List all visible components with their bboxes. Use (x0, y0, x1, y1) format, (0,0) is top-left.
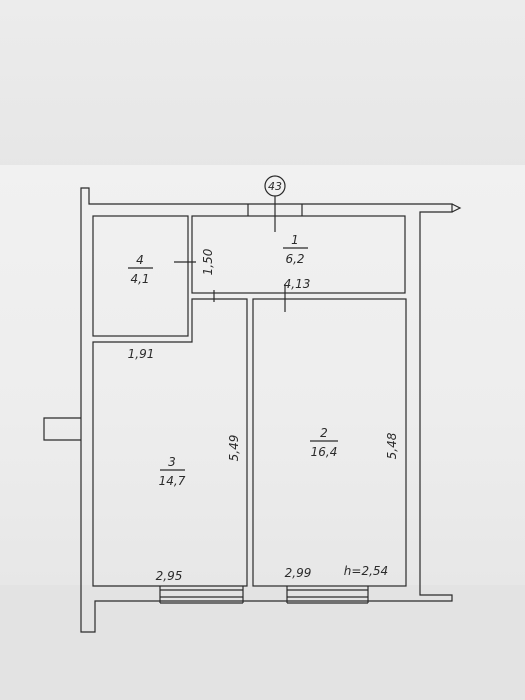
outer-wall (80, 187, 453, 633)
room-1-area: 6,2 (285, 252, 304, 266)
room-1-number: 1 (291, 233, 299, 247)
room-1-outline (191, 215, 406, 294)
axis-marker-label: 43 (268, 180, 282, 193)
room-2-area: 16,4 (311, 445, 338, 459)
ceiling-height-label: h=2,54 (344, 564, 388, 578)
room-3-area: 14,7 (159, 474, 186, 488)
dim-room2-height: 5,48 (385, 432, 399, 459)
axis-marker-circle (264, 175, 286, 197)
window-left (159, 586, 244, 604)
top-right-break (451, 203, 462, 213)
left-wall-break (43, 417, 81, 441)
dim-room2-bottom-width: 2,99 (285, 566, 312, 580)
paper-background-bottom (0, 585, 525, 700)
room-3-outline (92, 298, 248, 587)
paper-background-main (0, 165, 525, 585)
room-2-outline (252, 298, 407, 587)
room-4-number: 4 (136, 253, 144, 267)
dim-room4-height: 1,50 (201, 248, 215, 275)
room-2-number: 2 (320, 426, 328, 440)
dim-room3-top-width: 1,91 (128, 347, 155, 361)
dim-room3-height: 5,49 (227, 435, 241, 462)
room-3-number: 3 (168, 455, 176, 469)
dim-room3-bottom-width: 2,95 (156, 569, 183, 583)
paper-background-top (0, 0, 525, 180)
window-right (286, 586, 369, 604)
room-4-outline (92, 215, 189, 337)
dim-room1-width: 4,13 (284, 277, 311, 291)
room-4-area: 4,1 (130, 272, 149, 286)
